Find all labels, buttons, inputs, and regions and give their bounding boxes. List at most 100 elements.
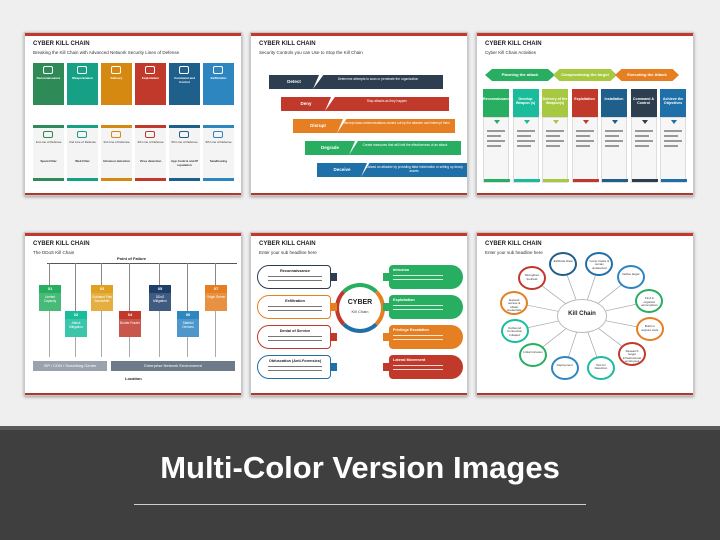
- node-card: DDoS Mitigation: [149, 293, 171, 311]
- right-item-title: Intrusion: [393, 268, 410, 272]
- activity-text-line: [487, 140, 505, 142]
- stage-icon: [77, 66, 87, 74]
- slide-thumbnail-2[interactable]: CYBER KILL CHAIN Security Controls you c…: [250, 32, 468, 196]
- activity-arrow-icon: [553, 120, 559, 124]
- activity-text-line: [605, 145, 619, 147]
- left-item-text-line: [268, 306, 322, 308]
- center-subtitle: Kill Chain: [351, 309, 369, 314]
- petal-label: Strengthen foothold: [524, 273, 540, 281]
- slide-accent-bar: [251, 233, 467, 236]
- slide-title: CYBER KILL CHAIN: [259, 241, 316, 247]
- petal-node: Research target infrastructure/ employee…: [618, 341, 647, 366]
- defense-tool-label: Intrusion detection: [103, 159, 130, 163]
- activity-text-line: [575, 140, 594, 142]
- slide-thumbnail-1[interactable]: CYBER KILL CHAIN Breaking the Kill Chain…: [24, 32, 242, 196]
- activity-text-line: [575, 130, 594, 132]
- left-item-title: Obfuscation (Anti-Forensics): [268, 359, 322, 363]
- right-item-tab: [383, 333, 389, 341]
- activity-text-line: [664, 140, 682, 142]
- node-badge: 06: [177, 311, 199, 319]
- slide-subtitle: Breaking the Kill Chain with Advanced Ne…: [33, 50, 180, 55]
- defense-line-label: 1st Line of Defense: [35, 140, 62, 144]
- stage-icon: [213, 66, 223, 74]
- step-desc: Intercept data communications carried ou…: [337, 119, 455, 133]
- right-item: Exploitation: [389, 295, 463, 319]
- activity-header: Delivery of the Weapon(s): [542, 89, 568, 117]
- step-desc: Mislead an attacker by providing false i…: [361, 163, 467, 177]
- right-item-tab: [383, 303, 389, 311]
- slide-footer-bar: [25, 193, 241, 195]
- stage-label: Weaponization: [71, 76, 94, 80]
- defense-line-label: 3rd Line of Defense: [103, 140, 130, 144]
- center-circle: [557, 299, 607, 333]
- activity-text-line: [634, 135, 649, 137]
- defense-line-label: 6th Line of Defense: [205, 140, 232, 144]
- step-label: Disrupt: [293, 119, 343, 133]
- activity-text-line: [546, 140, 564, 142]
- activity-header: Achieve the Objectives: [660, 89, 686, 117]
- petal-label: Initial Intrusion: [523, 349, 543, 354]
- petal-node: Initial Intrusion: [519, 342, 548, 367]
- petal-label: Expand access & obtain credentials: [506, 297, 522, 313]
- slide-subtitle: The DDoS Kill Chain: [33, 250, 75, 255]
- slide-thumbnail-5[interactable]: CYBER KILL CHAIN Enter your sub headline…: [250, 232, 468, 396]
- petal-label: Define target: [622, 272, 640, 277]
- right-item-text-line: [393, 309, 443, 311]
- stage-icon: [43, 66, 53, 74]
- slide-thumbnail-6[interactable]: CYBER KILL CHAIN Enter your sub headline…: [476, 232, 694, 396]
- stage-card: Weaponization: [67, 63, 98, 105]
- defense-icon: [213, 131, 223, 138]
- right-item-text-line: [393, 305, 443, 307]
- defense-tool-label: Sandboxing: [209, 159, 228, 163]
- node-badge: 01: [39, 285, 61, 293]
- slide-accent-bar: [477, 33, 693, 36]
- node-badge: 04: [119, 311, 141, 319]
- phase-arrow: Planning the attack: [485, 69, 555, 81]
- activity-header: Installation: [601, 89, 627, 117]
- petal-label: Outbound Connection Initiated: [507, 325, 523, 337]
- right-item-title: Lateral Movement: [393, 358, 426, 362]
- node-connector: [49, 263, 50, 285]
- phase-arrow: Executing the Attack: [615, 69, 679, 81]
- defense-bottom-bar: [67, 178, 98, 181]
- petal-node: Exfiltrate Data: [549, 252, 578, 276]
- petal-node: Deployment: [550, 356, 579, 381]
- slide-thumbnail-4[interactable]: CYBER KILL CHAIN The DDoS Kill Chain Poi…: [24, 232, 242, 396]
- slide-thumbnail-3[interactable]: CYBER KILL CHAIN Cyber Kill Chain Activi…: [476, 32, 694, 196]
- activity-bottom-bar: [484, 179, 510, 182]
- right-item-text-line: [393, 365, 443, 367]
- step-label: Detect: [269, 75, 319, 89]
- right-item-text-line: [393, 335, 443, 337]
- activity-text-line: [605, 140, 623, 142]
- activity-body: [542, 117, 569, 183]
- petal-label: Test for Detection: [594, 362, 608, 371]
- node-connector: [187, 263, 188, 311]
- defense-tool-label: App Control and IP reputation: [170, 159, 199, 167]
- activity-text-line: [664, 145, 678, 147]
- stage-label: Exploitation: [141, 76, 160, 80]
- petal-label: Deployment: [556, 363, 573, 368]
- right-item-tab: [383, 273, 389, 281]
- activity-header: Reconnaissance: [483, 89, 511, 117]
- left-item-text-line: [268, 280, 322, 282]
- activity-header: Exploitation: [571, 89, 598, 117]
- activity-bottom-bar: [602, 179, 628, 182]
- petal-node: Test for Detection: [586, 355, 615, 380]
- activity-arrow-icon: [641, 120, 648, 124]
- activity-header: Command & Control: [630, 89, 657, 117]
- node-card: Stateful Devices: [177, 319, 199, 337]
- activity-arrow-icon: [612, 120, 618, 124]
- activity-text-line: [634, 130, 653, 132]
- activity-text-line: [516, 140, 535, 142]
- stage-label: Exfiltration: [210, 76, 227, 80]
- defense-line-label: 4th Line of Defense: [137, 140, 164, 144]
- petal-node: Define target: [616, 265, 645, 290]
- banner-underline: [134, 504, 586, 505]
- defense-bottom-bar: [33, 178, 64, 181]
- node-tail: [49, 311, 50, 357]
- node-badge: 07: [205, 285, 227, 293]
- activity-text-line: [634, 145, 649, 147]
- slide-footer-bar: [477, 393, 693, 395]
- node-tail: [129, 337, 130, 357]
